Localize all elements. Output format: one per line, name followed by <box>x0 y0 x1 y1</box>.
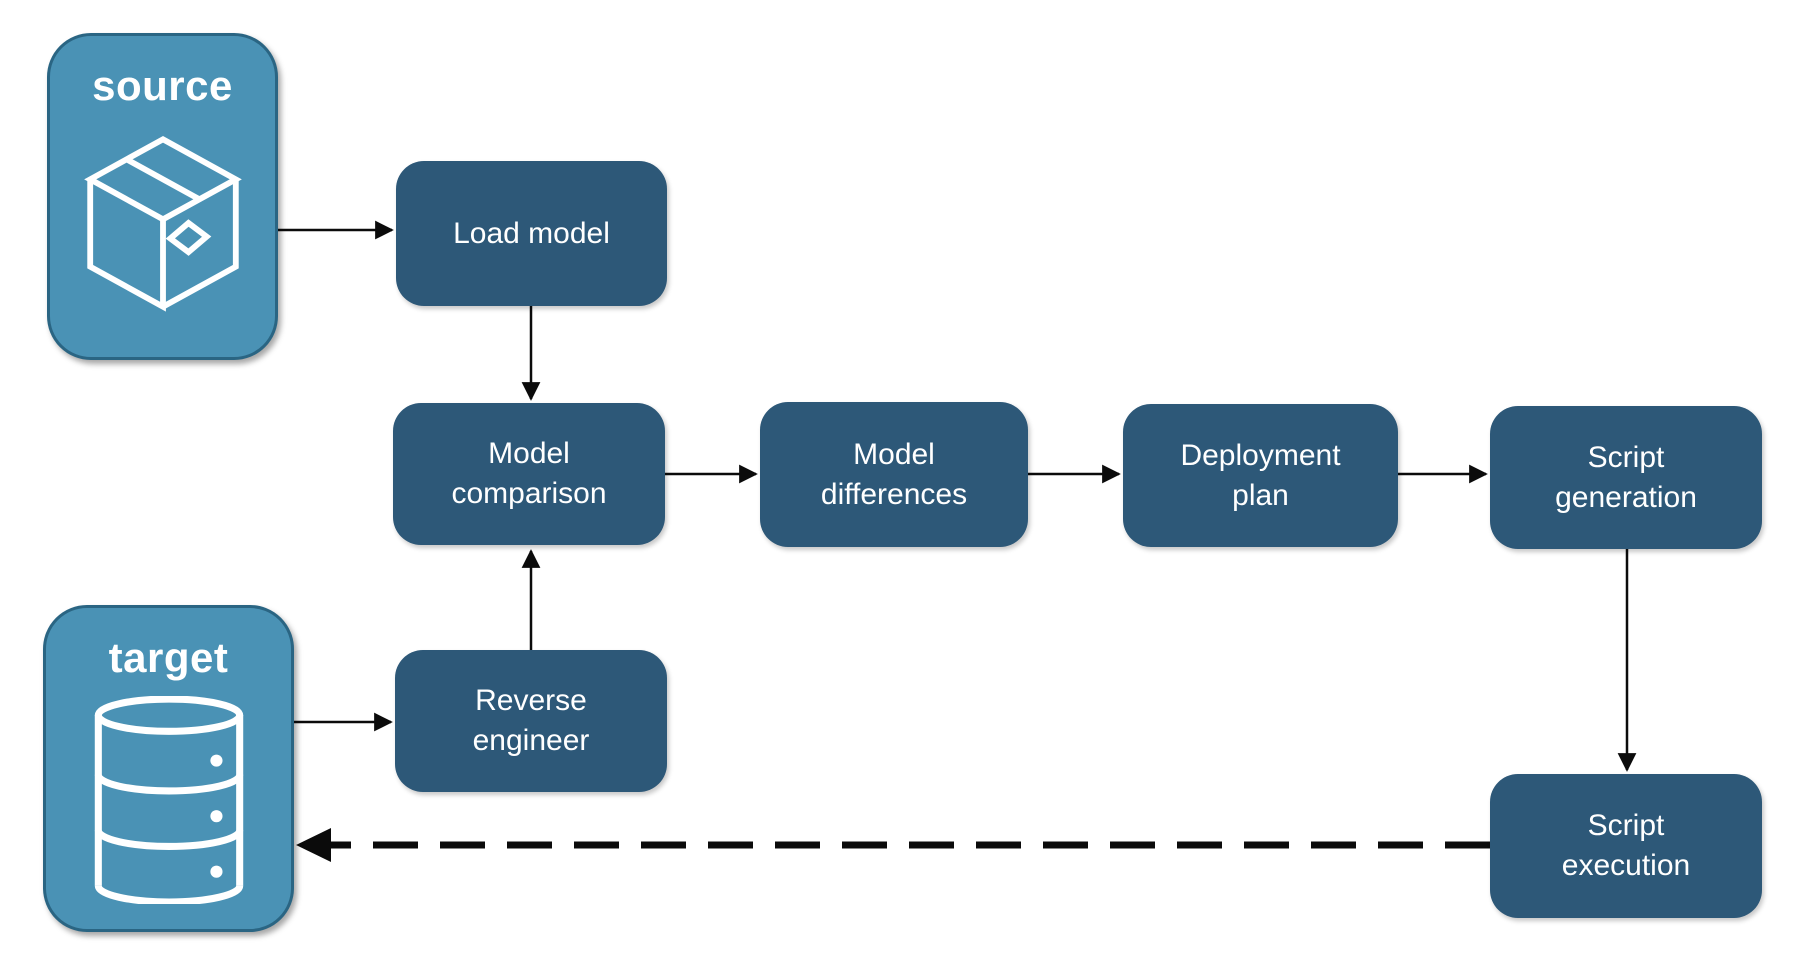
node-script-generation-label: Script generation <box>1555 440 1697 514</box>
node-model-comparison-label: Model comparison <box>451 437 607 510</box>
node-reverse-engineer: Reverse engineer <box>395 650 667 792</box>
package-icon <box>50 132 275 314</box>
node-script-generation: Script generation <box>1490 406 1762 549</box>
node-deployment-plan-label: Deployment plan <box>1180 438 1341 512</box>
dashed-arrowhead <box>296 828 331 862</box>
node-model-differences: Model differences <box>760 402 1028 547</box>
node-script-execution: Script execution <box>1490 774 1762 918</box>
node-load-model: Load model <box>396 161 667 306</box>
source-container: source <box>47 33 278 360</box>
target-label: target <box>108 634 229 681</box>
database-icon <box>46 696 291 904</box>
node-reverse-engineer-label: Reverse engineer <box>472 684 590 757</box>
node-model-differences-label: Model differences <box>820 437 968 511</box>
node-load-model-label: Load model <box>453 216 610 250</box>
node-model-comparison: Model comparison <box>393 403 665 545</box>
node-script-execution-label: Script execution <box>1561 809 1691 882</box>
target-container: target <box>43 605 294 932</box>
source-label: source <box>92 62 233 109</box>
node-deployment-plan: Deployment plan <box>1123 404 1398 547</box>
